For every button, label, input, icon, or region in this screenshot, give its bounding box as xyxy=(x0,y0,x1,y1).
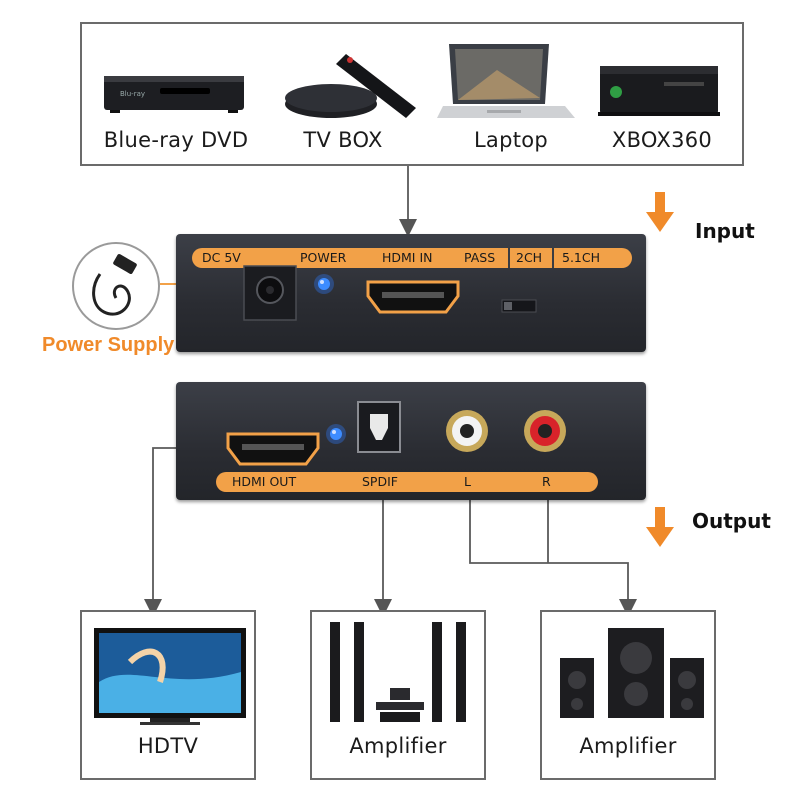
port-label-hdmi-in: HDMI IN xyxy=(382,250,433,265)
port-label-power: POWER xyxy=(300,250,347,265)
hdmi-out-port-icon xyxy=(226,432,320,466)
input-title: Input xyxy=(695,219,755,243)
port-label-hdmi-out: HDMI OUT xyxy=(232,474,297,489)
destination-amplifier-panel-2: Amplifier xyxy=(540,610,716,780)
destination-label-hdtv: HDTV xyxy=(137,734,199,758)
port-label-l: L xyxy=(464,474,471,489)
power-supply-label: Power Supply xyxy=(42,334,175,356)
rca-left-port-icon xyxy=(446,410,488,452)
xbox360-icon xyxy=(598,66,720,116)
svg-text:Blu-ray: Blu-ray xyxy=(120,90,145,98)
input-device: DC 5V POWER HDMI IN PASS 2CH 5.1CH xyxy=(176,234,646,352)
hdmi-in-port-icon xyxy=(366,280,460,314)
port-label-pass: PASS xyxy=(464,250,496,265)
status-led-icon xyxy=(326,424,346,444)
destination-hdtv-panel: HDTV xyxy=(80,610,256,780)
source-label-bluray: Blue-ray DVD xyxy=(103,128,249,152)
rca-right-port-icon xyxy=(524,410,566,452)
source-label-tvbox: TV BOX xyxy=(303,128,383,152)
mode-switch-icon[interactable] xyxy=(500,296,540,316)
dc-jack-icon xyxy=(243,265,297,321)
destination-label-amplifier-1: Amplifier xyxy=(349,734,447,758)
amplifier-speakers-icon xyxy=(330,622,466,722)
source-label-xbox: XBOX360 xyxy=(611,128,713,152)
port-label-51ch: 5.1CH xyxy=(562,250,601,265)
output-device: HDMI OUT SPDIF L R xyxy=(176,382,646,500)
destination-label-amplifier-2: Amplifier xyxy=(579,734,677,758)
input-port-strip: DC 5V POWER HDMI IN PASS 2CH 5.1CH xyxy=(192,248,632,268)
strip-separator xyxy=(508,248,510,268)
source-label-laptop: Laptop xyxy=(473,128,549,152)
power-led-icon xyxy=(314,274,334,294)
spdif-port-icon xyxy=(357,401,401,453)
port-label-spdif: SPDIF xyxy=(362,474,398,489)
amplifier-speakers-icon xyxy=(560,628,704,718)
laptop-icon xyxy=(437,44,575,118)
hdtv-icon xyxy=(94,628,246,725)
port-label-dc5v: DC 5V xyxy=(202,250,241,265)
strip-separator xyxy=(552,248,554,268)
output-title: Output xyxy=(692,509,771,533)
tv-box-icon xyxy=(285,54,416,118)
source-devices-panel: Blu-ray Blue-ray DVD TV BOX Laptop XBOX3… xyxy=(80,22,744,166)
input-arrow-icon xyxy=(646,192,674,232)
port-label-2ch: 2CH xyxy=(516,250,543,265)
destination-amplifier-panel-1: Amplifier xyxy=(310,610,486,780)
output-port-strip: HDMI OUT SPDIF L R xyxy=(216,472,598,492)
output-arrow-icon xyxy=(646,507,674,547)
bluray-player-icon: Blu-ray xyxy=(104,76,244,113)
port-label-r: R xyxy=(542,474,551,489)
power-adapter-icon xyxy=(72,242,160,330)
